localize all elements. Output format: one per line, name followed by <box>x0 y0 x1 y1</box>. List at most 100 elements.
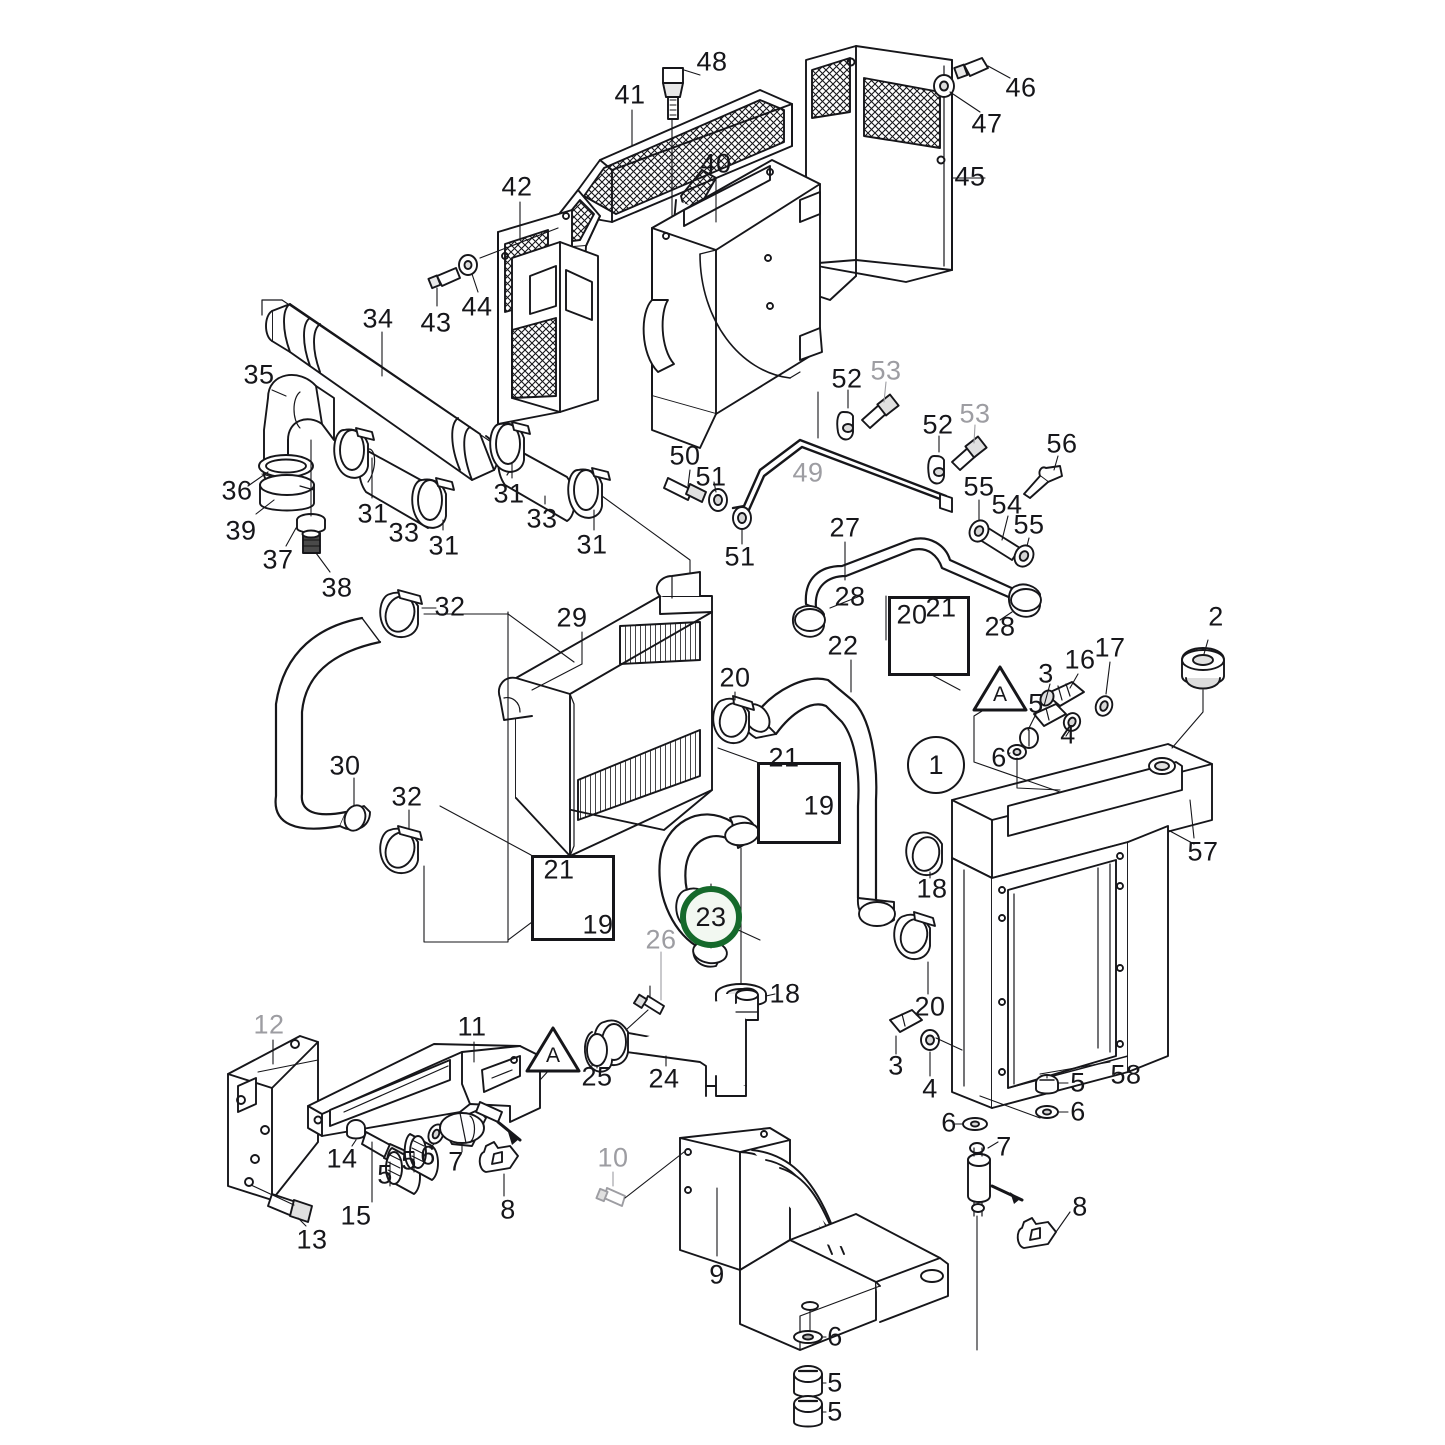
part-number-label-21[interactable]: 21 <box>768 742 800 773</box>
part-number-label-4[interactable]: 4 <box>922 1073 938 1104</box>
part-number-label-27[interactable]: 27 <box>829 512 861 543</box>
part-number-label-36[interactable]: 36 <box>221 475 253 506</box>
part-number-label-15[interactable]: 15 <box>340 1200 372 1231</box>
part-number-label-21[interactable]: 21 <box>925 592 957 623</box>
part-number-label-50[interactable]: 50 <box>669 440 701 471</box>
part-number-label-18[interactable]: 18 <box>916 873 948 904</box>
part-number-label-51[interactable]: 51 <box>695 461 727 492</box>
part-number-label-28[interactable]: 28 <box>834 581 866 612</box>
part-number-label-4[interactable]: 4 <box>1060 719 1076 750</box>
part-number-label-45[interactable]: 45 <box>954 161 986 192</box>
part-number-label-2[interactable]: 2 <box>1208 601 1224 632</box>
part-number-label-34[interactable]: 34 <box>362 303 394 334</box>
part-number-label-14[interactable]: 14 <box>326 1143 358 1174</box>
part-number-label-52[interactable]: 52 <box>831 363 863 394</box>
part-number-label-31[interactable]: 31 <box>357 498 389 529</box>
part-number-label-9[interactable]: 9 <box>709 1259 725 1290</box>
part-number-label-39[interactable]: 39 <box>225 515 257 546</box>
part-number-label-17[interactable]: 17 <box>1094 632 1126 663</box>
part-number-label-21[interactable]: 21 <box>543 854 575 885</box>
part-number-label-20[interactable]: 20 <box>719 662 751 693</box>
part-number-label-5[interactable]: 5 <box>1070 1067 1086 1098</box>
part-number-label-43[interactable]: 43 <box>420 307 452 338</box>
part-number-label-7[interactable]: 7 <box>996 1131 1012 1162</box>
part-47-washer <box>933 74 955 98</box>
part-number-label-28[interactable]: 28 <box>984 611 1016 642</box>
part-number-label-52[interactable]: 52 <box>922 409 954 440</box>
leader-48b <box>683 69 701 76</box>
part-number-label-8[interactable]: 8 <box>1072 1191 1088 1222</box>
part-number-label-6[interactable]: 6 <box>827 1321 843 1352</box>
part-number-label-16[interactable]: 16 <box>1064 644 1096 675</box>
part-number-label-19[interactable]: 19 <box>803 790 835 821</box>
part-number-label-44[interactable]: 44 <box>461 291 493 322</box>
inset-21-19-lower <box>531 855 615 941</box>
part-number-label-19[interactable]: 19 <box>582 909 614 940</box>
part-number-label-30[interactable]: 30 <box>329 750 361 781</box>
part-number-label-25[interactable]: 25 <box>581 1061 613 1092</box>
part-number-label-10[interactable]: 10 <box>597 1142 629 1173</box>
part-9-lower-support <box>679 1127 949 1351</box>
part-number-label-20[interactable]: 20 <box>914 991 946 1022</box>
part-number-label-35[interactable]: 35 <box>243 359 275 390</box>
part-31-clamp-2 <box>411 477 455 529</box>
part-number-label-56[interactable]: 56 <box>1046 428 1078 459</box>
part-number-label-12[interactable]: 12 <box>253 1009 285 1040</box>
part-number-label-32[interactable]: 32 <box>391 781 423 812</box>
part-number-label-18[interactable]: 18 <box>769 978 801 1009</box>
part-number-label-13[interactable]: 13 <box>296 1224 328 1255</box>
part-number-label-5[interactable]: 5 <box>377 1159 393 1190</box>
part-number-label-22[interactable]: 22 <box>827 630 859 661</box>
part-number-label-6[interactable]: 6 <box>991 742 1007 773</box>
part-number-label-31[interactable]: 31 <box>576 529 608 560</box>
part-28-clamp-left <box>792 605 826 638</box>
part-number-label-53[interactable]: 53 <box>959 398 991 429</box>
part-number-label-40[interactable]: 40 <box>700 148 732 179</box>
part-number-label-42[interactable]: 42 <box>501 171 533 202</box>
part-number-label-33[interactable]: 33 <box>388 517 420 548</box>
part-number-label-51[interactable]: 51 <box>724 541 756 572</box>
part-number-label-6[interactable]: 6 <box>420 1140 436 1171</box>
inset-20-21 <box>888 596 970 676</box>
callout-circle-1[interactable]: 1 <box>907 736 965 794</box>
part-48-bolt <box>662 67 684 120</box>
part-5-nut-bottom-a <box>793 1365 823 1398</box>
part-number-label-57[interactable]: 57 <box>1187 836 1219 867</box>
part-number-label-38[interactable]: 38 <box>321 572 353 603</box>
part-number-label-5[interactable]: 5 <box>827 1396 843 1427</box>
part-number-label-46[interactable]: 46 <box>1005 72 1037 103</box>
part-number-label-6[interactable]: 6 <box>941 1107 957 1138</box>
part-number-label-49[interactable]: 49 <box>792 457 824 488</box>
part-number-label-31[interactable]: 31 <box>428 530 460 561</box>
part-number-label-58[interactable]: 58 <box>1110 1059 1142 1090</box>
part-number-label-29[interactable]: 29 <box>556 602 588 633</box>
part-number-label-26[interactable]: 26 <box>645 924 677 955</box>
part-44-washer <box>458 254 478 276</box>
part-number-label-31[interactable]: 31 <box>493 478 525 509</box>
part-number-label-55[interactable]: 55 <box>963 471 995 502</box>
part-number-label-3[interactable]: 3 <box>888 1050 904 1081</box>
part-number-label-5[interactable]: 5 <box>827 1367 843 1398</box>
part-number-label-37[interactable]: 37 <box>262 544 294 575</box>
part-number-label-55[interactable]: 55 <box>1013 509 1045 540</box>
part-number-label-6[interactable]: 6 <box>1070 1096 1086 1127</box>
highlighted-callout-23[interactable]: 23 <box>680 886 742 948</box>
part-number-label-41[interactable]: 41 <box>614 79 646 110</box>
part-number-label-53[interactable]: 53 <box>870 355 902 386</box>
part-number-label-11[interactable]: 11 <box>457 1011 487 1042</box>
part-13-bolt <box>267 1193 313 1223</box>
part-number-label-48[interactable]: 48 <box>696 46 728 77</box>
part-number-label-5[interactable]: 5 <box>401 1145 417 1176</box>
part-number-label-7[interactable]: 7 <box>448 1146 464 1177</box>
part-number-label-3[interactable]: 3 <box>1038 658 1054 689</box>
part-number-label-54[interactable]: 54 <box>991 489 1023 520</box>
part-number-label-8[interactable]: 8 <box>500 1194 516 1225</box>
part-number-label-33[interactable]: 33 <box>526 503 558 534</box>
part-number-label-47[interactable]: 47 <box>971 108 1003 139</box>
part-number-label-5[interactable]: 5 <box>1028 688 1044 719</box>
part-45-side-grille <box>805 45 953 301</box>
warning-triangle-label: A <box>545 1044 561 1067</box>
part-number-label-32[interactable]: 32 <box>434 591 466 622</box>
part-number-label-20[interactable]: 20 <box>896 599 928 630</box>
part-number-label-24[interactable]: 24 <box>648 1063 680 1094</box>
